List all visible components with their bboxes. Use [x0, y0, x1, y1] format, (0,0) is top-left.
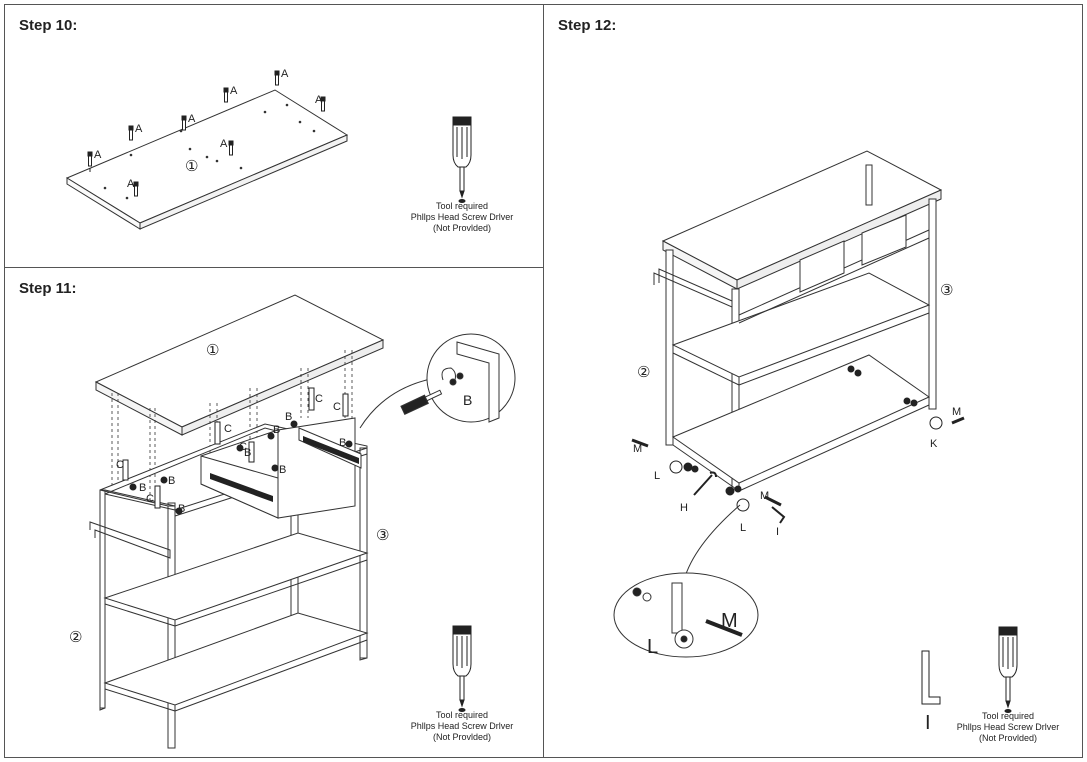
tool-required-note: Tool required Phllps Head Screw Drlver (…: [938, 711, 1078, 744]
screw-label: A: [127, 178, 135, 190]
part-right-label: ③: [940, 281, 953, 299]
step-11-title: Step 11:: [19, 280, 77, 297]
tool-line-3: (Not Provlded): [978, 733, 1038, 743]
c-label: C: [224, 423, 232, 435]
wheel-group: [669, 365, 943, 512]
screwdriver-icon: [452, 116, 472, 203]
detail-zoom: [613, 504, 759, 658]
b-label: B: [339, 437, 346, 449]
drawer-slides: [210, 436, 359, 502]
zoom-b-label: B: [463, 392, 472, 408]
assembled-cart: [653, 150, 943, 492]
tool-line-2: Phllps Head Screw Drlver: [410, 721, 514, 731]
tool-line-3: (Not Provlded): [432, 223, 492, 233]
l-label: L: [740, 522, 746, 534]
c-label: C: [146, 493, 154, 505]
step-10-title: Step 10:: [19, 17, 78, 34]
tool-line-1: Tool required: [981, 711, 1035, 721]
tool-line-2: Phllps Head Screw Drlver: [410, 212, 514, 222]
l-label: L: [654, 470, 660, 482]
tool-line-3: (Not Provlded): [432, 732, 492, 742]
part-top-label: ①: [206, 341, 219, 359]
tool-required-note: Tool required Phllps Head Screw Drlver (…: [392, 710, 532, 743]
m-label: M: [633, 443, 642, 455]
screw-label: A: [135, 123, 143, 135]
m-label: M: [952, 406, 961, 418]
part-left-label: ②: [637, 363, 650, 381]
holes: [103, 103, 316, 200]
step-10-diagram: A A A A A A A A ①: [65, 68, 472, 230]
h-label: H: [680, 502, 688, 514]
screws-b: [129, 420, 353, 515]
screws-c: [122, 387, 349, 509]
board-top: [65, 89, 349, 230]
b-label: B: [139, 482, 146, 494]
step-11-panel: Step 11: ①: [4, 267, 544, 758]
tool-line-1: Tool required: [435, 710, 489, 720]
screwdriver-icon: [452, 625, 472, 712]
zoom-m-label: M: [721, 610, 738, 632]
b-label: B: [285, 411, 292, 423]
b-label: B: [178, 503, 185, 515]
detail-labels: M L: [647, 610, 738, 658]
part-number: ①: [185, 157, 198, 175]
screw-label: A: [281, 68, 289, 80]
b-label: B: [273, 424, 280, 436]
tool-line-1: Tool required: [435, 201, 489, 211]
step-11-diagram: ①: [69, 294, 516, 749]
allen-key-large-icon: [921, 650, 941, 705]
cart-frame: [89, 417, 369, 749]
c-label: C: [315, 393, 323, 405]
tool-line-2: Phllps Head Screw Drlver: [956, 722, 1060, 732]
screw-label: A: [230, 85, 238, 97]
label-group: B B B B B B B B C C C C C C ③ ②: [69, 393, 389, 646]
screw-label: A: [94, 149, 102, 161]
tool-required-note: Tool required Phllps Head Screw Drlver (…: [392, 201, 532, 234]
part-left-label: ②: [69, 628, 82, 646]
screw-group: [87, 70, 326, 197]
allen-key-icon: [771, 506, 786, 524]
screwdriver-icon: [998, 626, 1018, 713]
step-10-panel: Step 10: A A A A: [4, 4, 544, 268]
step-12-diagram: ② ③ M L H L M I K M M L I: [613, 150, 1018, 734]
b-label: B: [279, 464, 286, 476]
wrench-icon: [693, 471, 717, 496]
i-label: I: [776, 526, 779, 538]
part-right-label: ③: [376, 526, 389, 544]
allen-key-label: I: [925, 712, 931, 734]
step-12-title: Step 12:: [558, 17, 617, 34]
step-12-panel: Step 12:: [543, 4, 1083, 758]
m-label: M: [760, 490, 769, 502]
cart-labels: ② ③ M L H L M I K M: [633, 281, 961, 538]
zoom-l-label: L: [647, 636, 658, 658]
b-label: B: [244, 447, 251, 459]
detail-zoom: [359, 333, 516, 429]
bolts-m: [631, 416, 965, 507]
b-label: B: [168, 475, 175, 487]
screw-label: A: [188, 113, 196, 125]
c-label: C: [116, 459, 124, 471]
c-label: C: [333, 401, 341, 413]
c-label: C: [239, 441, 247, 453]
screw-label: A: [315, 94, 323, 106]
screw-labels: A A A A A A A A ①: [94, 68, 323, 190]
top-board: [94, 294, 385, 436]
screw-label: A: [220, 138, 228, 150]
k-label: K: [930, 438, 938, 450]
